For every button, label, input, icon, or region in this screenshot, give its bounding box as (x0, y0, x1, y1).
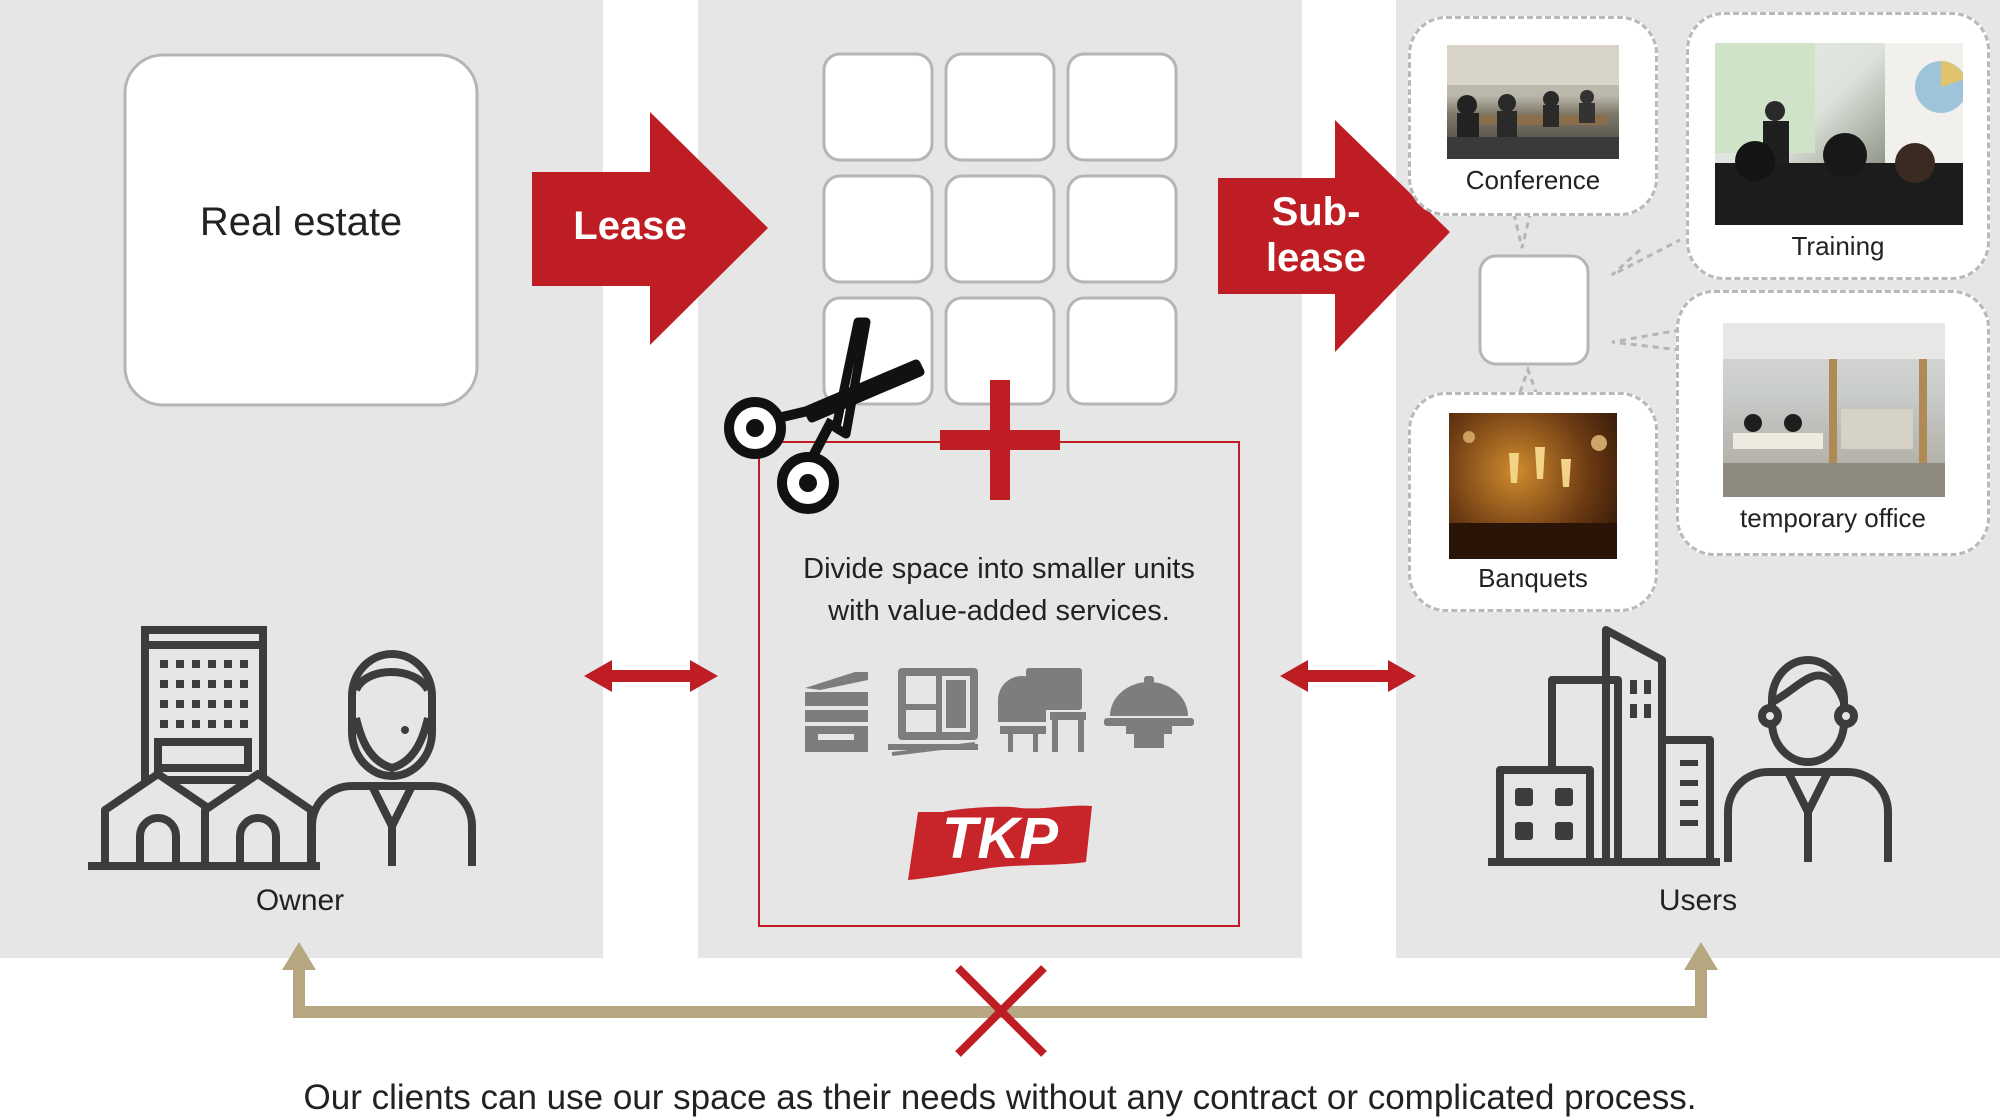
tkp-logo: TKP (908, 805, 1092, 880)
real-estate-box (123, 53, 479, 407)
lease-label: Lease (573, 204, 687, 248)
bubble-connectors (1512, 213, 1681, 393)
owner-tkp-double-arrow (584, 660, 718, 692)
office-building-icon (141, 626, 267, 784)
banquets-label: Banquets (1478, 563, 1588, 593)
office-furniture-icon (998, 668, 1086, 752)
businessman-icon (1724, 656, 1892, 862)
plus-icon (940, 380, 1060, 500)
conference-bubble: Conference (1408, 16, 1658, 216)
catering-box-icon (888, 668, 978, 756)
sublease-label-line1: Sub- (1271, 190, 1361, 234)
sublease-arrow (1218, 120, 1450, 352)
lease-arrow (532, 112, 768, 345)
space-units-grid (822, 52, 1178, 406)
tkp-users-double-arrow (1280, 660, 1416, 692)
training-bubble: Training (1686, 12, 1990, 280)
scissors-icon (724, 317, 925, 514)
copier-icon (805, 672, 868, 752)
conference-photo (1447, 45, 1619, 159)
house-icon (88, 770, 320, 870)
sublease-unit-box (1478, 254, 1590, 366)
real-estate-label: Real estate (199, 200, 403, 244)
users-caption: Users (1658, 884, 1738, 917)
sublease-label-line2: lease (1265, 236, 1367, 280)
city-buildings-icon (1488, 626, 1720, 866)
training-photo (1715, 43, 1963, 225)
training-label: Training (1791, 231, 1885, 261)
conference-label: Conference (1465, 165, 1601, 195)
food-cloche-icon (1104, 676, 1194, 748)
cross-icon (955, 965, 1047, 1057)
temporary-office-label: temporary office (1740, 503, 1926, 533)
banquets-bubble: Banquets (1408, 392, 1658, 612)
banquets-photo (1449, 413, 1617, 559)
description-line2: with value-added services. (828, 595, 1170, 627)
temporary-office-bubble: temporary office (1676, 290, 1990, 556)
owner-caption: Owner (255, 884, 345, 917)
description-line1: Divide space into smaller units (803, 553, 1195, 585)
businessman-beard-icon (308, 650, 476, 866)
footer-note: Our clients can use our space as their n… (303, 1078, 1697, 1117)
svg-text:TKP: TKP (942, 806, 1058, 871)
temporary-office-photo (1723, 323, 1945, 497)
